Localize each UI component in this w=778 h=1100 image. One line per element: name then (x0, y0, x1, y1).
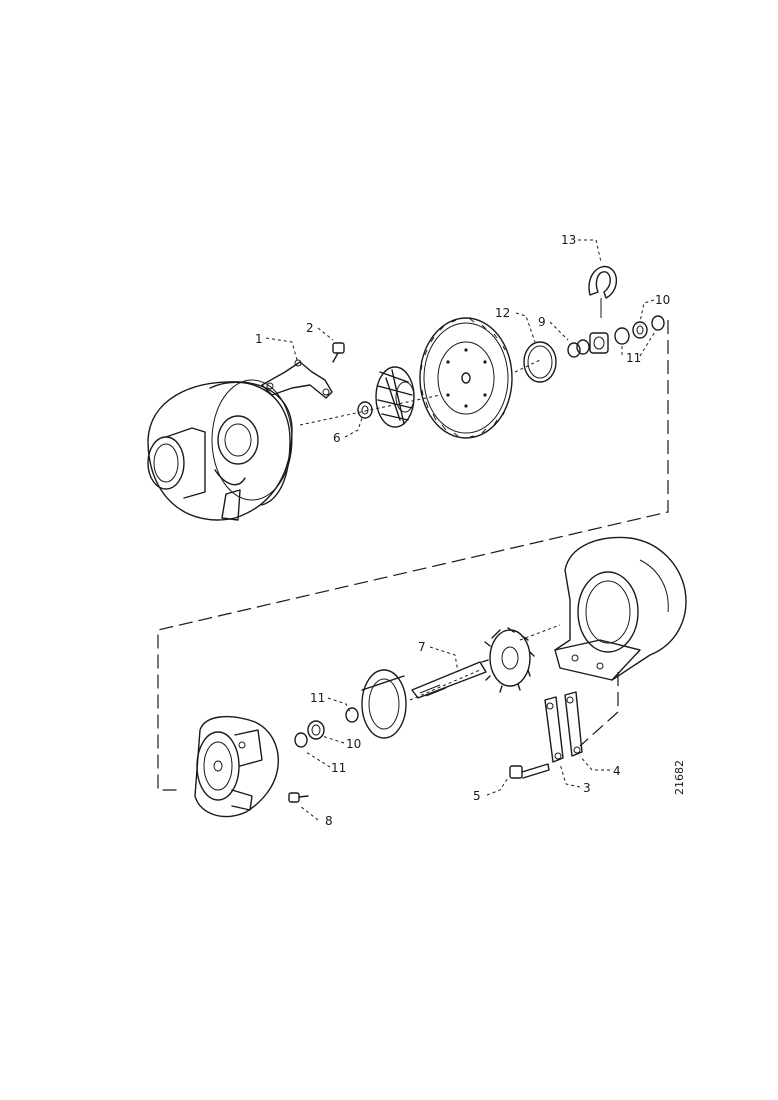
callout-3: 3 (583, 781, 591, 795)
bracket-4 (564, 691, 583, 757)
compressor-housing (147, 381, 293, 521)
bolt-8 (288, 792, 309, 803)
backplate (419, 317, 513, 439)
washers-10-11-lower (294, 707, 359, 748)
bolt-2 (332, 342, 345, 363)
o-ring-12 (523, 341, 557, 383)
heat-shield (361, 669, 407, 739)
callout-1: 1 (255, 332, 263, 346)
lock-nut-6 (357, 401, 373, 419)
bolt-5 (509, 763, 550, 779)
bracket-3 (544, 696, 564, 763)
compressor-wheel (375, 366, 415, 428)
center-housing (194, 715, 279, 818)
callout-11-lower-top: 11 (310, 691, 325, 705)
washers-10-11-upper (614, 315, 665, 345)
seal-parts-9 (567, 332, 609, 358)
turbine-shaft-wheel (411, 627, 535, 699)
callout-leaders (265, 239, 657, 821)
callout-13: 13 (561, 233, 576, 247)
housing-gasket (209, 379, 293, 506)
retaining-clip-13 (588, 265, 617, 318)
callout-6: 6 (333, 431, 341, 445)
callout-9: 9 (538, 315, 546, 329)
callout-10-lower: 10 (346, 737, 361, 751)
callout-8: 8 (325, 814, 333, 828)
callout-4: 4 (613, 764, 621, 778)
callout-10-upper: 10 (655, 293, 670, 307)
assembly-dashed-frame (157, 320, 669, 791)
callout-11-upper: 11 (626, 351, 641, 365)
callout-11-lower: 11 (331, 761, 346, 775)
callout-12: 12 (495, 306, 510, 320)
clamp-plate (261, 359, 333, 399)
callout-labels: 1 2 6 13 12 9 10 11 7 11 10 11 8 5 3 4 (255, 233, 670, 828)
figure-reference-number: 21682 (673, 760, 686, 795)
turbine-housing (554, 536, 687, 681)
callout-2: 2 (306, 321, 314, 335)
callout-5: 5 (473, 789, 481, 803)
callout-7: 7 (418, 640, 426, 654)
